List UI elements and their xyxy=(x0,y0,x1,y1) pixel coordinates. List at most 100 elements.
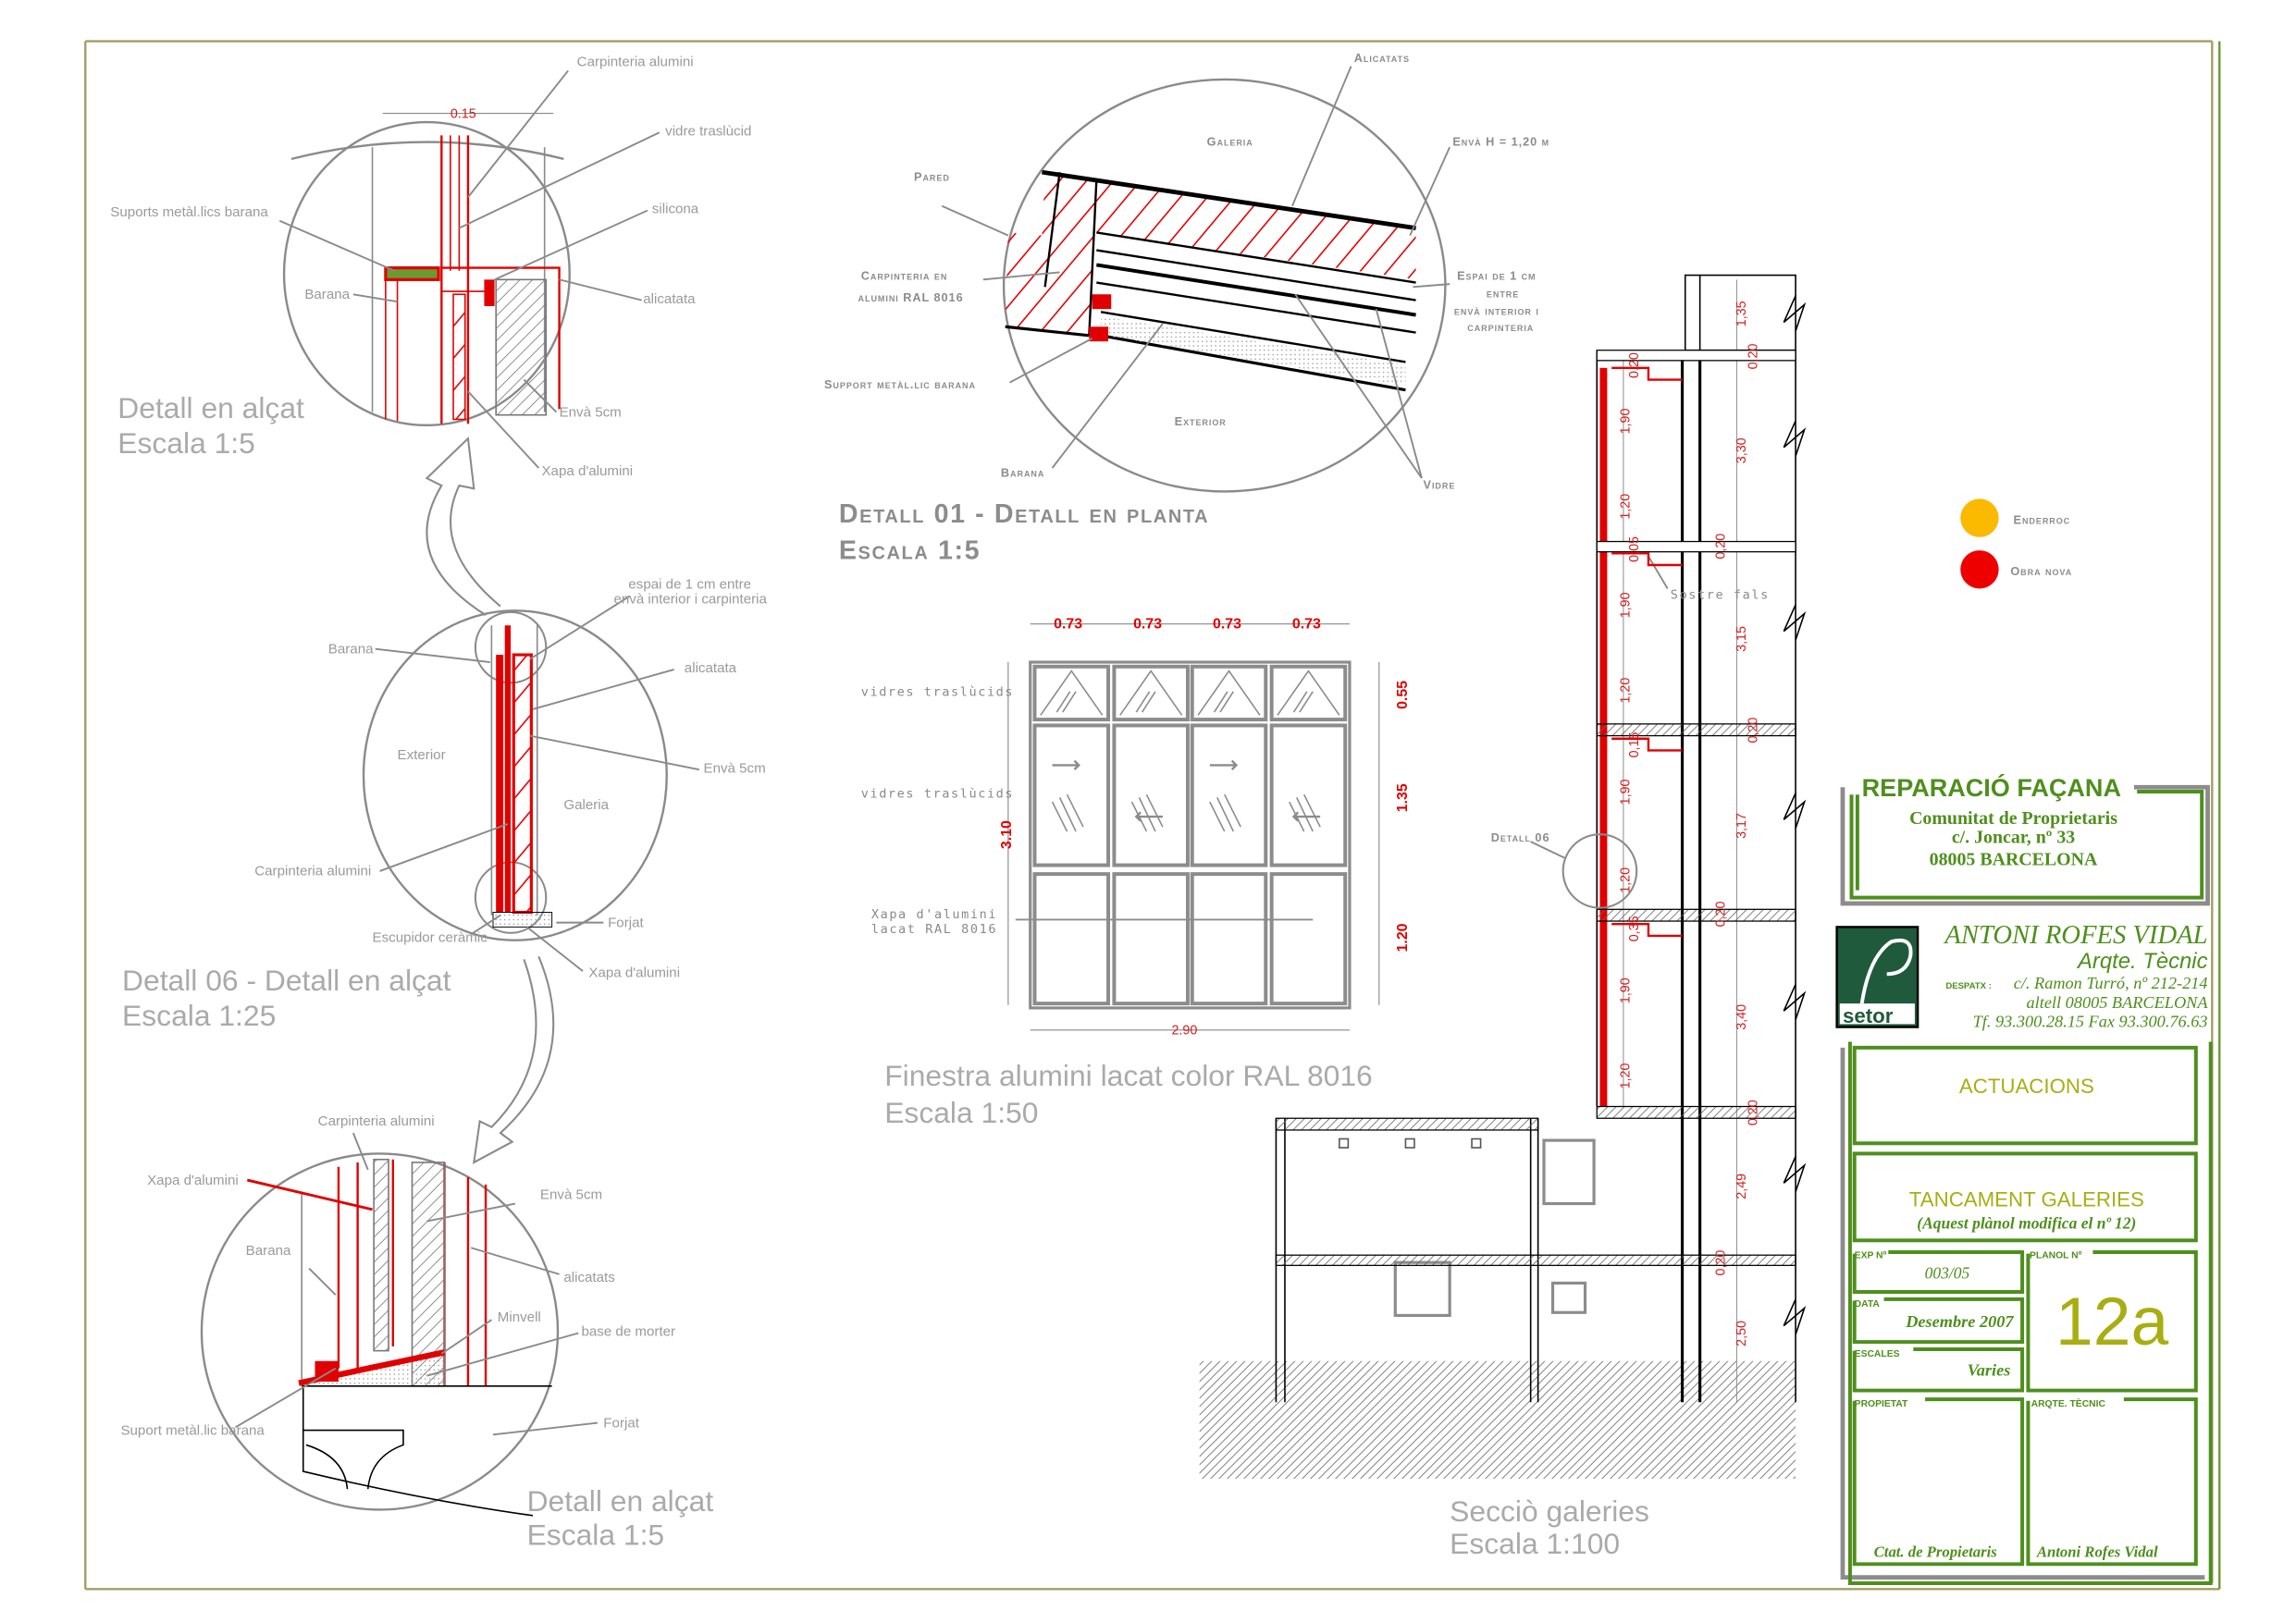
detail-scale: Escala 1:25 xyxy=(122,999,276,1032)
detail-06: espai de 1 cm entre envà interior i carp… xyxy=(122,576,767,1164)
false-ceiling-profile xyxy=(1611,923,1683,938)
label: Suports metàl.lics barana xyxy=(110,204,268,220)
detail-scale: Escala 1:50 xyxy=(884,1096,1038,1129)
label: Xapa d'alumini xyxy=(871,907,997,922)
section-dimension: 1,90 xyxy=(1618,409,1633,435)
label: Xapa d'alumini xyxy=(588,965,680,980)
sliding-pane xyxy=(1269,723,1348,867)
sliding-pane xyxy=(1032,723,1111,867)
detail-06-reference: Detall 06 xyxy=(1491,830,1550,844)
label: Escupidor ceràmic xyxy=(373,929,488,945)
section-dimension: 3,30 xyxy=(1734,437,1749,463)
actuacions-heading: ACTUACIONS xyxy=(1959,1075,2094,1098)
label: Pared xyxy=(914,170,950,184)
label: silicona xyxy=(652,202,699,217)
label: Carpinteria alumini xyxy=(254,864,371,879)
label: alicatats xyxy=(563,1270,615,1285)
floor-slab xyxy=(1275,1254,1796,1266)
floor-slab xyxy=(1596,350,1796,362)
label: Barana xyxy=(1001,466,1044,480)
legend: Enderroc Obra nova xyxy=(1960,498,2072,589)
detail-title: Finestra alumini lacat color RAL 8016 xyxy=(884,1059,1373,1092)
plan-label: PLANOL Nº xyxy=(2030,1250,2082,1260)
floor-slab xyxy=(1596,908,1796,922)
section-dimension: 3,17 xyxy=(1734,813,1749,839)
detail-scale: Escala 1:5 xyxy=(117,426,255,460)
scales-value: Varies xyxy=(1968,1361,2011,1380)
office-address: c/. Ramon Turró, nº 212-214 xyxy=(2014,974,2208,992)
label: envà interior i carpinteria xyxy=(613,591,767,607)
label: Exterior xyxy=(1175,414,1227,428)
false-ceiling-profile xyxy=(1611,552,1683,567)
label: alumini RAL 8016 xyxy=(858,290,964,304)
legend-label: Obra nova xyxy=(2010,564,2072,578)
section-dimension: 1,20 xyxy=(1618,494,1633,520)
section-dimension: 1,90 xyxy=(1618,592,1633,618)
break-line-icon xyxy=(1783,1156,1807,1193)
glass-hatch-icon xyxy=(1119,670,1183,716)
label: Carpinteria alumini xyxy=(318,1113,435,1129)
detail-title: Secciò galeries xyxy=(1450,1494,1649,1528)
section-dimension: 1,20 xyxy=(1618,678,1633,704)
drawing-subject: TANCAMENT GALERIES xyxy=(1909,1188,2144,1211)
width-dim: 0.73 xyxy=(1133,616,1162,632)
date-value: Desembre 2007 xyxy=(1905,1312,2014,1331)
label: Xapa d'alumini xyxy=(541,463,633,479)
scales-label: ESCALES xyxy=(1855,1349,1900,1359)
tech-value: Antoni Rofes Vidal xyxy=(2036,1543,2158,1560)
panel-pane xyxy=(1112,872,1190,1006)
label: Barana xyxy=(304,287,350,302)
architect-role: Arqte. Tècnic xyxy=(2076,949,2208,974)
detail-01-plan: Alicatats Galeria Envà H = 1,20 m Pared … xyxy=(824,51,1549,566)
office-city: altell 08005 BARCELONA xyxy=(2027,993,2209,1012)
label: Galeria xyxy=(563,797,609,813)
tech-label: ARQTE. TÈCNIC xyxy=(2031,1397,2106,1409)
glass-hatch-icon xyxy=(1130,793,1164,832)
client-line: Comunitat de Proprietaris xyxy=(1909,808,2117,829)
break-line-icon xyxy=(1783,420,1807,457)
dimension-label: 0.15 xyxy=(451,106,476,121)
floor-slab xyxy=(1275,1117,1539,1131)
section-dimension: 0,35 xyxy=(1627,916,1642,941)
detail-scale: Escala 1:5 xyxy=(527,1518,665,1552)
label: Barana xyxy=(328,641,374,657)
total-width-dim: 2.90 xyxy=(1171,1024,1197,1039)
label: Suport metàl.lic barana xyxy=(120,1422,265,1438)
floor-slab xyxy=(1596,540,1796,553)
legend-swatch-obra-nova xyxy=(1960,550,1999,589)
section-dimension: 3,40 xyxy=(1734,1004,1749,1030)
phone-fax: Tf. 93.300.28.15 Fax 93.300.76.63 xyxy=(1973,1013,2208,1031)
label: base de morter xyxy=(581,1324,675,1340)
detail-scale: Escala 1:100 xyxy=(1450,1527,1620,1560)
label: Carpinteria en xyxy=(861,268,948,282)
detail-scale: Escala 1:5 xyxy=(839,536,981,566)
detail-elevation-top: 0.15 Carpinteria alumini vidre traslùcid… xyxy=(110,55,751,616)
sliding-pane xyxy=(1112,723,1190,867)
detail-title: Detall en alçat xyxy=(527,1484,714,1518)
width-dim: 0.73 xyxy=(1213,616,1241,632)
section-dimension: 0,20 xyxy=(1747,344,1761,370)
label: lacat RAL 8016 xyxy=(871,922,997,937)
section-dimension: 2,49 xyxy=(1734,1174,1749,1199)
label: alicatata xyxy=(685,660,737,676)
section-dimension: 0,05 xyxy=(1627,536,1642,562)
label: Envà 5cm xyxy=(704,760,766,776)
window-elevation: vidres traslùcids vidres traslùcids Xapa… xyxy=(861,616,1411,1129)
floor-slab xyxy=(1596,1105,1796,1119)
label: Minvell xyxy=(498,1309,541,1325)
glass-hatch-icon xyxy=(1209,793,1241,832)
glass-hatch-icon xyxy=(1197,670,1261,716)
label: espai de 1 cm entre xyxy=(628,576,751,592)
label: Exterior xyxy=(398,747,446,763)
glass-hatch-icon xyxy=(1040,670,1104,716)
transom-pane xyxy=(1032,664,1111,722)
label: Espai de 1 cm xyxy=(1457,268,1536,282)
total-height-dim: 3.10 xyxy=(999,820,1015,849)
detail-elevation-bottom: Carpinteria alumini Xapa d'alumini Envà … xyxy=(120,1113,713,1551)
panel-pane xyxy=(1269,872,1348,1006)
label: Forjat xyxy=(603,1415,639,1431)
arrow-up-icon xyxy=(425,436,501,616)
section-dimension: 0,20 xyxy=(1714,1250,1729,1276)
label: Vidre xyxy=(1424,477,1456,491)
